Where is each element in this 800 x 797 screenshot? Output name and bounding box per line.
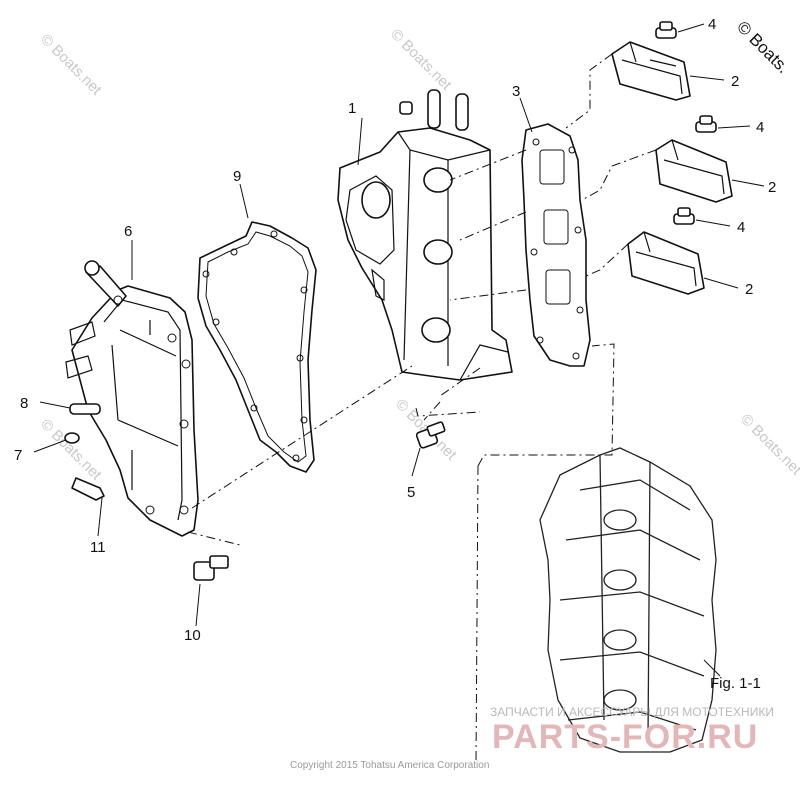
callout-7: 7: [14, 447, 22, 464]
callout-10: 10: [184, 627, 201, 644]
cylinder-head: [337, 89, 513, 381]
callout-5: 5: [407, 484, 415, 501]
figure-label: Fig. 1-1: [710, 675, 761, 692]
plug-10: [193, 555, 229, 581]
bolt-lower: [673, 207, 695, 225]
leader-lines: [33, 23, 765, 677]
callout-9: 9: [233, 168, 241, 185]
callout-2: 2: [768, 179, 776, 196]
callout-4: 4: [756, 119, 764, 136]
callout-1: 1: [348, 100, 356, 117]
footer: ЗАПЧАСТИ И АКСЕССУАРЫ ДЛЯ МОТОТЕХНИКИ PA…: [290, 705, 774, 771]
callout-6: 6: [124, 223, 132, 240]
callout-8: 8: [20, 395, 28, 412]
bracket-lower: [627, 231, 705, 295]
alignment-lines: [187, 53, 657, 763]
watermark: © Boats.net: [737, 411, 800, 479]
bracket-upper: [611, 41, 691, 101]
reference-engine-block: [539, 447, 717, 753]
watermark: © Boats.net: [37, 31, 105, 99]
bracket-middle: [655, 139, 733, 203]
cover-gasket: [197, 221, 317, 473]
copyright: Copyright 2015 Tohatsu America Corporati…: [290, 760, 489, 771]
callout-4: 4: [708, 16, 716, 33]
dowel-pin-8: [69, 403, 101, 415]
callout-11: 11: [90, 539, 106, 556]
callout-2: 2: [731, 73, 739, 90]
callouts: 1 2 2 2 3 4 4 4 5 6 7 8 9 10 11 Fig. 1-1: [14, 16, 776, 692]
callout-2: 2: [745, 281, 753, 298]
callout-4: 4: [737, 219, 745, 236]
fitting-11: [71, 477, 105, 501]
shop-tagline: ЗАПЧАСТИ И АКСЕССУАРЫ ДЛЯ МОТОТЕХНИКИ: [490, 705, 774, 719]
watermark: © Boats.net: [387, 26, 455, 94]
watermark: © Boats.net: [37, 416, 105, 484]
exhaust-gasket: [521, 123, 591, 367]
watermark-corner: © Boats.: [733, 17, 793, 77]
shop-brand: PARTS-FOR.RU: [492, 718, 758, 756]
bolt-upper: [655, 21, 677, 39]
drain-plug-5: [415, 421, 446, 449]
o-ring-7: [64, 432, 80, 444]
callout-3: 3: [512, 83, 520, 100]
bolt-middle: [695, 115, 717, 133]
